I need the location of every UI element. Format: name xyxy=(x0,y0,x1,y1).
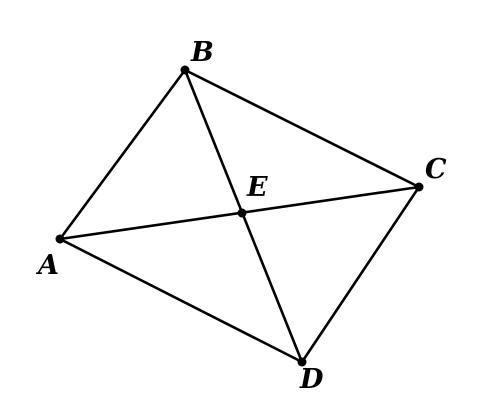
label-c: C xyxy=(425,154,447,185)
label-a: A xyxy=(35,250,59,281)
label-e: E xyxy=(246,172,268,203)
point-e xyxy=(237,208,247,218)
point-a xyxy=(55,234,65,244)
point-d xyxy=(297,357,307,367)
side-bc xyxy=(183,68,421,189)
side-ab xyxy=(58,68,187,241)
side-cd xyxy=(300,185,421,364)
label-b: B xyxy=(190,37,214,68)
point-b xyxy=(180,65,190,75)
label-d: D xyxy=(299,364,324,395)
point-c xyxy=(414,182,424,192)
side-da xyxy=(58,237,304,364)
